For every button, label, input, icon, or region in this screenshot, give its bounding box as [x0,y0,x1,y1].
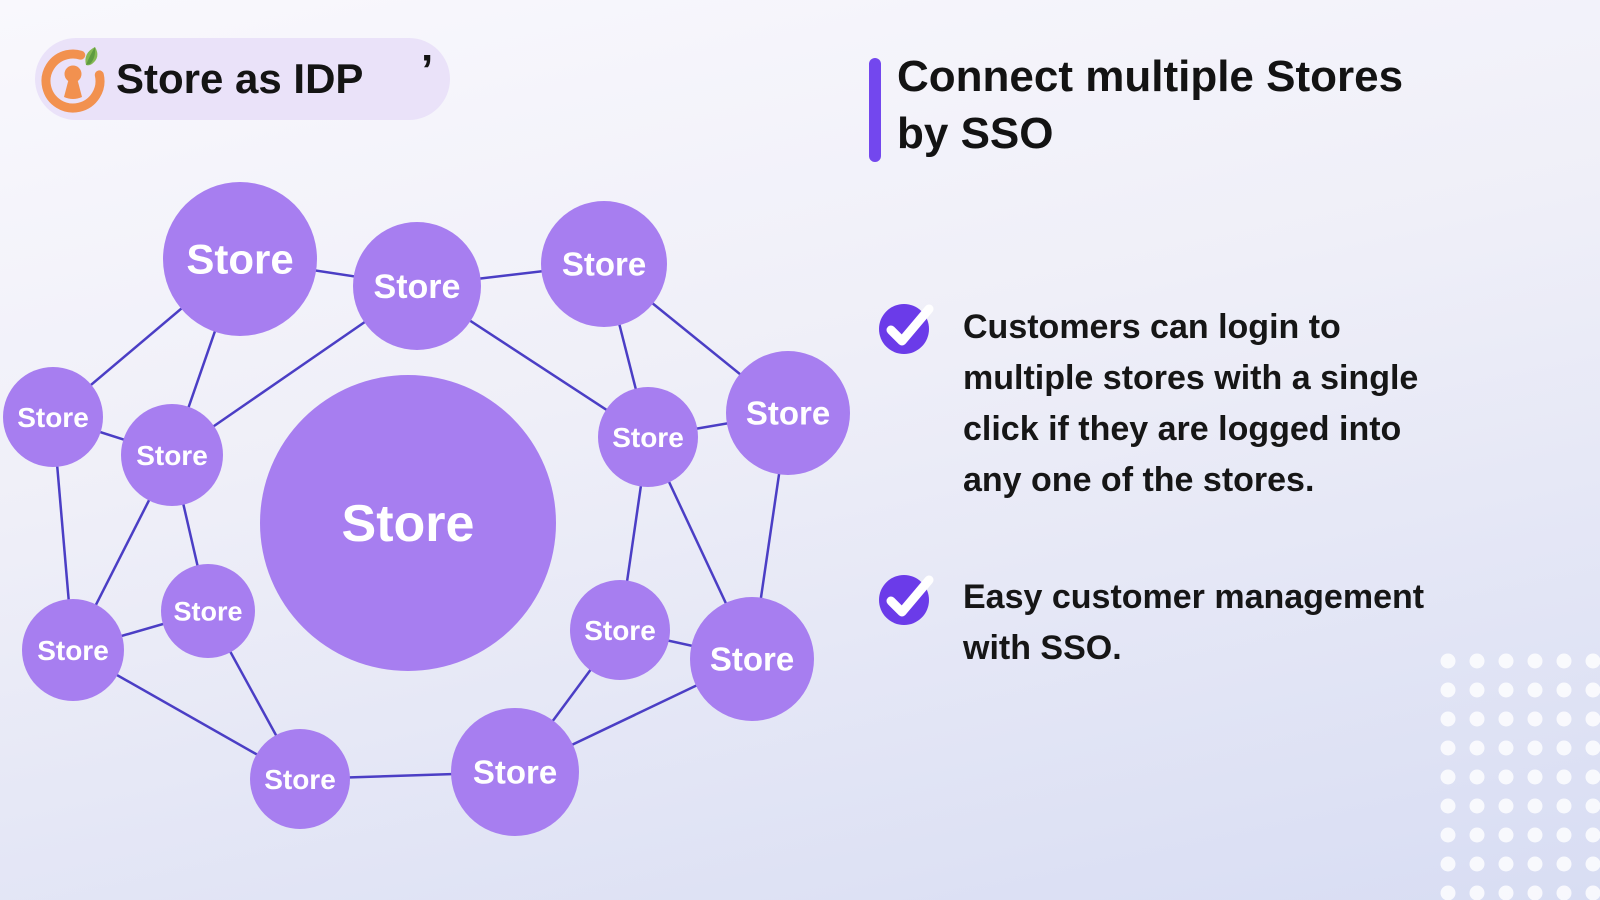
dot-decoration [1556,798,1572,814]
store-node-bl [22,599,124,701]
dot-decoration [1498,856,1514,872]
dot-decoration [1469,885,1485,900]
dot-decoration [1585,856,1600,872]
dot-decoration [1498,769,1514,785]
store-node-label: Store [473,754,557,791]
store-node-tr [541,201,667,327]
store-node-label: Store [173,596,242,626]
dot-decoration [1527,769,1543,785]
store-node-label: Store [17,402,89,433]
dot-decoration [1498,740,1514,756]
store-node-label: Store [37,635,109,666]
store-node-hub [260,375,556,671]
store-node-right [726,351,850,475]
store-node-label: Store [584,615,656,646]
bullet-text: Customers can login to multiple stores w… [963,308,1419,499]
store-node-label: Store [746,395,830,432]
check-circle-icon [879,575,934,625]
bullet-text: Easy customer management with SSO. [963,578,1425,667]
dot-decoration [1469,653,1485,669]
dot-decoration [1498,885,1514,900]
dot-decoration [1585,798,1600,814]
store-logo-icon [41,47,105,113]
dot-decoration [1556,653,1572,669]
dot-decoration [1527,798,1543,814]
store-node-top [353,222,481,350]
dot-decoration [1556,769,1572,785]
dot-decoration [1585,740,1600,756]
dot-decoration [1498,711,1514,727]
dot-decoration [1556,856,1572,872]
dot-decoration [1585,769,1600,785]
store-node-b2 [451,708,579,836]
store-node-rb-sm [570,580,670,680]
dot-decoration [1440,885,1456,900]
check-circle-icon [879,304,934,354]
store-node-r-mid [598,387,698,487]
dot-decoration [1556,711,1572,727]
dot-decoration [1440,682,1456,698]
store-node-b1 [250,729,350,829]
dot-decoration [1498,827,1514,843]
dot-decoration [1556,885,1572,900]
store-node-label: Store [264,764,336,795]
store-node-bl-sm [161,564,255,658]
store-node-label: Store [136,440,208,471]
store-node-label: Store [710,641,794,678]
dot-decoration [1440,769,1456,785]
dot-decoration [1440,856,1456,872]
dot-decoration [1469,798,1485,814]
badge-label: Store as IDP [116,55,364,102]
store-node-label: Store [374,268,461,306]
dot-decoration [1585,682,1600,698]
dot-decoration [1585,827,1600,843]
dot-decoration [1440,740,1456,756]
dot-decoration [1469,827,1485,843]
dot-decoration [1440,653,1456,669]
store-node-label: Store [342,495,475,553]
store-node-label: Store [612,422,684,453]
store-node-tl-big [163,182,317,336]
dot-decoration [1556,682,1572,698]
dot-decoration [1527,711,1543,727]
dot-decoration [1498,682,1514,698]
store-node-left [3,367,103,467]
dot-decoration [1527,856,1543,872]
dot-decoration [1469,769,1485,785]
dot-decoration [1556,740,1572,756]
store-node-mid-l [121,404,223,506]
dot-decoration [1556,827,1572,843]
dot-decoration [1469,711,1485,727]
dot-decoration [1440,827,1456,843]
badge-quote-mark: ’ [421,46,434,95]
brand-badge: Store as IDP ’ [35,38,450,120]
dot-decoration [1585,885,1600,900]
dot-decoration [1527,653,1543,669]
dot-decoration [1469,856,1485,872]
section-title: Connect multiple Stores by SSO [897,52,1404,158]
dot-decoration [1498,798,1514,814]
dot-decoration [1469,740,1485,756]
dot-decoration [1527,885,1543,900]
store-node-rb [690,597,814,721]
dot-decoration [1527,740,1543,756]
dot-decoration [1469,682,1485,698]
dot-decoration [1498,653,1514,669]
store-node-label: Store [562,246,646,283]
dot-decoration [1440,711,1456,727]
dot-decoration [1527,827,1543,843]
dot-decoration [1585,711,1600,727]
store-node-label: Store [186,236,293,283]
heading-accent-bar [869,58,881,162]
dot-decoration [1585,653,1600,669]
dot-decoration [1440,798,1456,814]
dot-decoration [1527,682,1543,698]
